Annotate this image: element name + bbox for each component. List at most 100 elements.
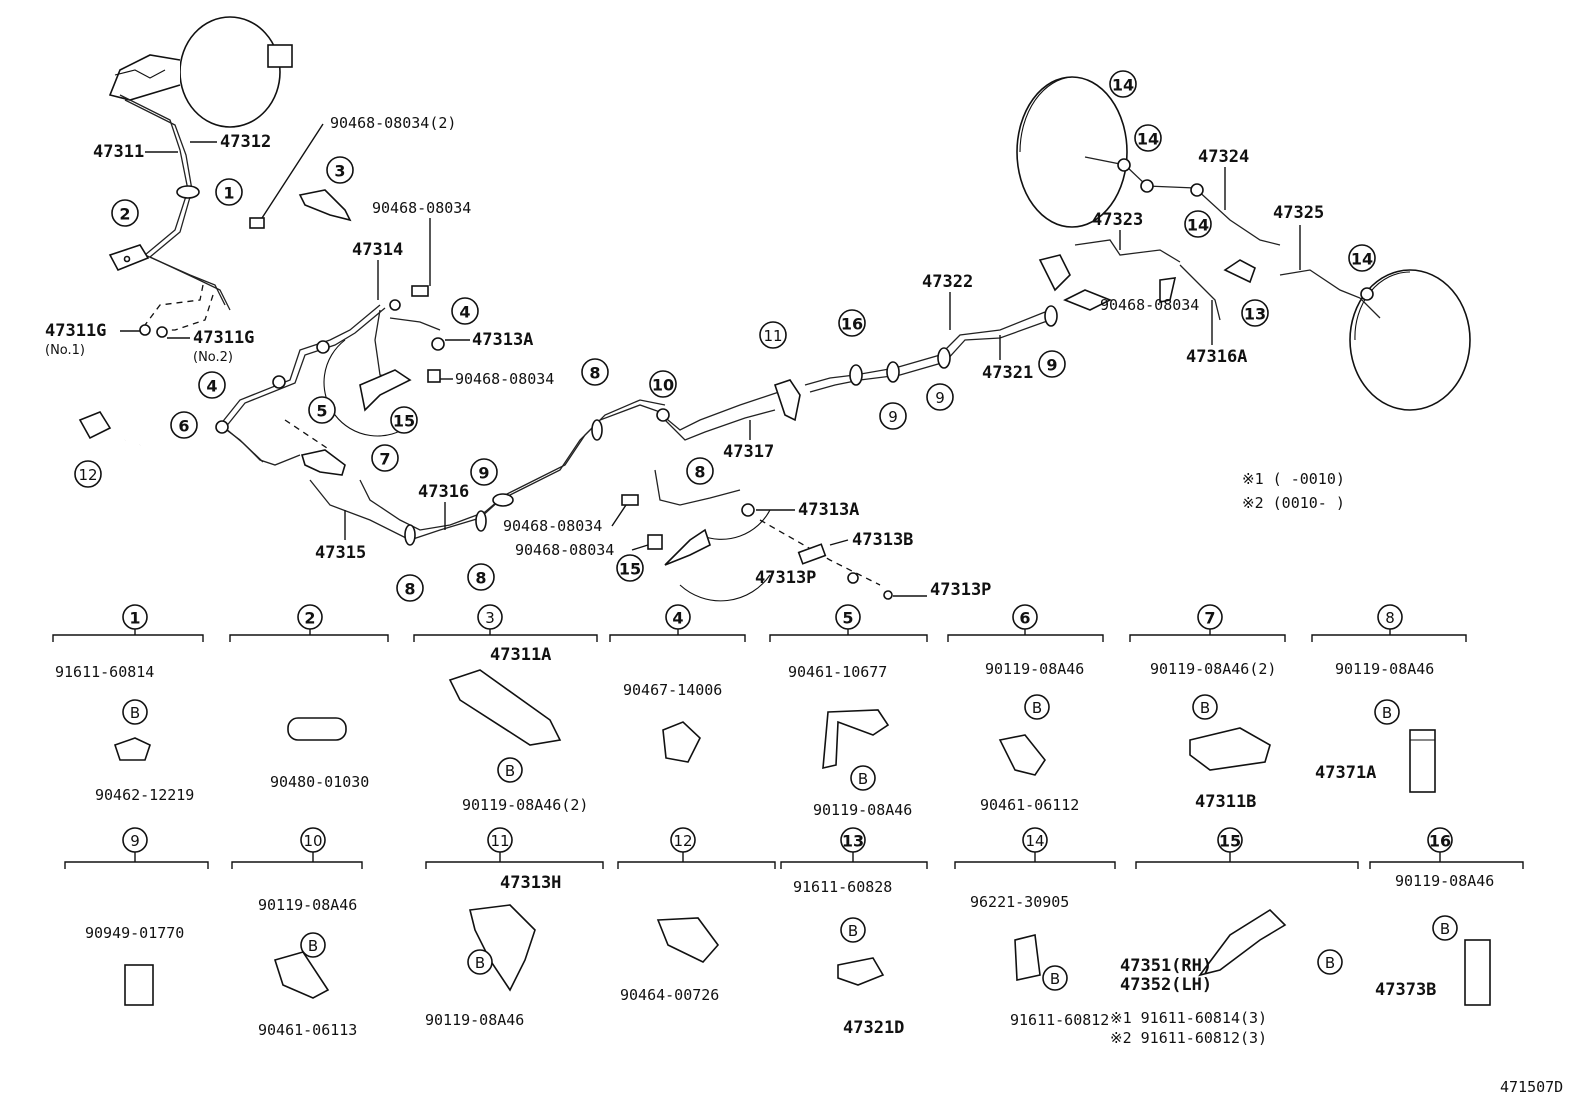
callout-15-25: 15 (616, 554, 644, 582)
svg-text:6: 6 (178, 417, 189, 436)
group-8-part-0: 90119-08A46 (1335, 660, 1434, 678)
pipes-47315-47316 (309, 399, 666, 546)
svg-text:16: 16 (841, 315, 863, 334)
clip-12 (78, 411, 112, 440)
svg-text:14: 14 (1025, 832, 1044, 850)
group-11-part-0: 47313H (500, 873, 561, 893)
callout-2-1: 2 (111, 199, 139, 227)
group-number-11: 11 (487, 827, 513, 853)
label-47311: 47311 (93, 142, 144, 162)
svg-text:B: B (1382, 704, 1392, 722)
pipes-47311-47312 (119, 94, 231, 331)
group-9-part-0: 90949-01770 (85, 924, 184, 942)
group-number-7: 7 (1197, 604, 1223, 630)
label-47316: 47316 (418, 482, 469, 502)
label-47313B: 47313B (852, 530, 913, 550)
label-47322: 47322 (922, 272, 973, 292)
svg-text:1: 1 (129, 609, 140, 628)
label-47317: 47317 (723, 442, 774, 462)
label-90468-08034-d: 90468-08034 (515, 541, 614, 559)
group-number-15: 15 (1217, 827, 1243, 853)
label-90468-08034-2: 90468-08034(2) (330, 114, 456, 132)
callout-14-23: 14 (1348, 244, 1376, 272)
brake-hose-area-right (621, 469, 893, 602)
group-3-part-1: 90119-08A46(2) (462, 796, 588, 814)
callout-12-18: 12 (74, 460, 102, 488)
callout-10-16: 10 (649, 370, 677, 398)
pipes-47321-47322 (804, 254, 1112, 393)
label-47316A: 47316A (1186, 347, 1247, 367)
bolt-marker-14: B (1042, 965, 1068, 991)
svg-text:16: 16 (1429, 832, 1451, 851)
label-90468-08034-a: 90468-08034 (372, 199, 471, 217)
bolt-marker-16: B (1432, 915, 1458, 941)
group-number-9: 9 (122, 827, 148, 853)
group-number-13: 13 (840, 827, 866, 853)
svg-text:B: B (130, 704, 140, 722)
label-47324: 47324 (1198, 147, 1249, 167)
brake-hose-area-left (323, 299, 445, 437)
group-3-part-0: 47311A (490, 645, 551, 665)
svg-text:3: 3 (334, 162, 345, 181)
group-13-part-1: 47321D (843, 1018, 904, 1038)
callout-14-20: 14 (1109, 70, 1137, 98)
svg-text:B: B (505, 762, 515, 780)
svg-text:9: 9 (1046, 356, 1057, 375)
callout-15-24: 15 (390, 406, 418, 434)
svg-text:14: 14 (1351, 250, 1373, 269)
bolt-marker-15: B (1317, 949, 1343, 975)
group-number-3: 3 (477, 604, 503, 630)
svg-text:13: 13 (842, 832, 864, 851)
svg-text:14: 14 (1187, 216, 1209, 235)
callout-8-11: 8 (467, 563, 495, 591)
callout-8-8: 8 (581, 358, 609, 386)
group-11-part-1: 90119-08A46 (425, 1011, 524, 1029)
callout-1-0: 1 (215, 178, 243, 206)
group-number-16: 16 (1427, 827, 1453, 853)
callout-4-4: 4 (198, 371, 226, 399)
group-detail-table: 191611-6081490462-12219B290480-010303473… (52, 604, 1524, 1047)
group-2-part-0: 90480-01030 (270, 773, 369, 791)
callout-7-7: 7 (371, 444, 399, 472)
bolt-marker-11: B (467, 949, 493, 975)
callout-9-14: 9 (879, 402, 907, 430)
group-number-5: 5 (835, 604, 861, 630)
group-10-part-1: 90461-06113 (258, 1021, 357, 1039)
group-number-8: 8 (1377, 604, 1403, 630)
callout-11-17: 11 (759, 321, 787, 349)
group-11: 11 47313H 90119-08A46 B (425, 827, 604, 1029)
bolt-marker-1: B (122, 699, 148, 725)
callout-8-10: 8 (396, 574, 424, 602)
bolt-marker-5: B (850, 765, 876, 791)
svg-text:B: B (1200, 699, 1210, 717)
clip-90468-b (411, 285, 429, 297)
group-15-part-1: 47352(LH) (1120, 975, 1212, 995)
label-47313A-a: 47313A (472, 330, 533, 350)
group-10-part-0: 90119-08A46 (258, 896, 357, 914)
group-5-part-0: 90461-10677 (788, 663, 887, 681)
svg-text:10: 10 (303, 832, 322, 850)
svg-text:9: 9 (130, 832, 140, 850)
svg-text:5: 5 (842, 609, 853, 628)
svg-text:3: 3 (485, 609, 495, 627)
bolt-marker-13: B (840, 917, 866, 943)
bolt-marker-7: B (1192, 694, 1218, 720)
group-number-4: 4 (665, 604, 691, 630)
label-90468-08034-e: 90468-08034 (1100, 296, 1199, 314)
svg-text:B: B (1440, 920, 1450, 938)
svg-text:B: B (1032, 699, 1042, 717)
group-1-part-1: 90462-12219 (95, 786, 194, 804)
label-47311G-2: 47311G (193, 328, 254, 348)
callout-3-2: 3 (326, 156, 354, 184)
label-47321: 47321 (982, 363, 1033, 383)
svg-text:4: 4 (459, 303, 470, 322)
callout-14-21: 14 (1134, 124, 1162, 152)
group-7-part-0: 90119-08A46(2) (1150, 660, 1276, 678)
left-pipe-run (215, 304, 386, 466)
svg-text:8: 8 (589, 364, 600, 383)
